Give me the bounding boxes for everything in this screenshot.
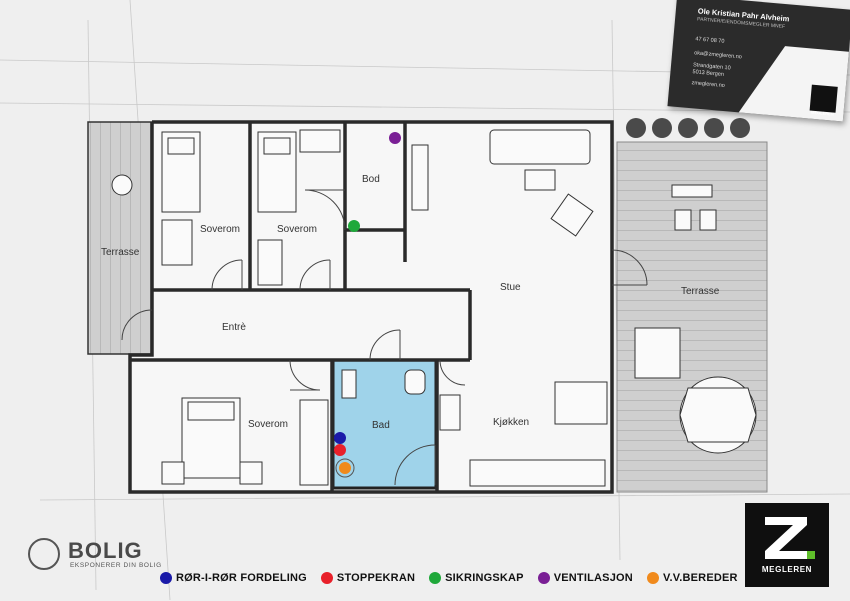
legend-dot xyxy=(537,572,550,584)
label-terrasse-left: Terrasse xyxy=(101,247,140,258)
legend-label: V.V.BEREDER xyxy=(662,572,738,584)
legend-label: SIKRINGSKAP xyxy=(445,572,524,584)
furniture xyxy=(111,129,757,487)
door-swings xyxy=(121,189,648,486)
legend-dot xyxy=(160,572,172,584)
legend-item: STOPPEKRAN xyxy=(320,572,416,584)
marker-vv-bereder xyxy=(339,462,351,474)
label-soverom-2: Soverom xyxy=(277,224,317,235)
shrubs xyxy=(626,118,750,138)
card-phone: 47 67 08 70 xyxy=(695,36,725,45)
card-email: oka@zmegleren.no xyxy=(693,50,743,61)
legend-item: VENTILASJON xyxy=(537,572,633,584)
bolig-logo-tagline: EKSPONERER DIN BOLIG xyxy=(70,562,162,569)
label-terrasse-right: Terrasse xyxy=(681,286,720,297)
legend-item: V.V.BEREDER xyxy=(646,572,738,584)
label-entre: Entrè xyxy=(222,322,246,333)
bolig-logo-word: BOLIG xyxy=(68,538,143,563)
marker-ventilasjon xyxy=(389,132,401,144)
legend-item: RØR-I-RØR FORDELING xyxy=(160,572,307,584)
megleren-logo: MEGLEREN xyxy=(745,503,829,587)
label-bad: Bad xyxy=(372,420,390,431)
house-x-icon xyxy=(28,538,60,570)
label-soverom-3: Soverom xyxy=(248,419,288,430)
label-kjokken: Kjøkken xyxy=(493,417,529,428)
marker-stoppekran xyxy=(334,444,346,456)
bolig-logo: BOLIG EKSPONERER DIN BOLIG xyxy=(28,538,178,574)
legend-label: STOPPEKRAN xyxy=(336,572,416,584)
marker-sikringskap xyxy=(348,220,360,232)
legend-item: SIKRINGSKAP xyxy=(429,572,524,584)
card-web: zmegleren.no xyxy=(691,80,726,90)
legend-label: RØR-I-RØR FORDELING xyxy=(176,572,307,584)
label-soverom-1: Soverom xyxy=(200,224,240,235)
marker-ror-i-ror xyxy=(334,432,346,444)
water-heater-outline xyxy=(335,458,355,478)
z-mark-icon xyxy=(765,517,815,559)
business-card: Ole Kristian Pahr Alvheim PARTNER/EIENDO… xyxy=(667,0,850,122)
card-z-logo xyxy=(809,84,838,113)
label-bod: Bod xyxy=(362,174,380,185)
legend-label: VENTILASJON xyxy=(553,572,633,584)
legend: RØR-I-RØR FORDELING STOPPEKRAN SIKRINGSK… xyxy=(160,572,738,584)
walls xyxy=(128,120,614,494)
legend-dot xyxy=(320,572,333,584)
megleren-logo-word: MEGLEREN xyxy=(761,565,813,574)
legend-dot xyxy=(646,572,659,584)
left-terrace-deck xyxy=(87,121,153,355)
label-stue: Stue xyxy=(500,282,521,293)
legend-dot xyxy=(429,572,442,584)
